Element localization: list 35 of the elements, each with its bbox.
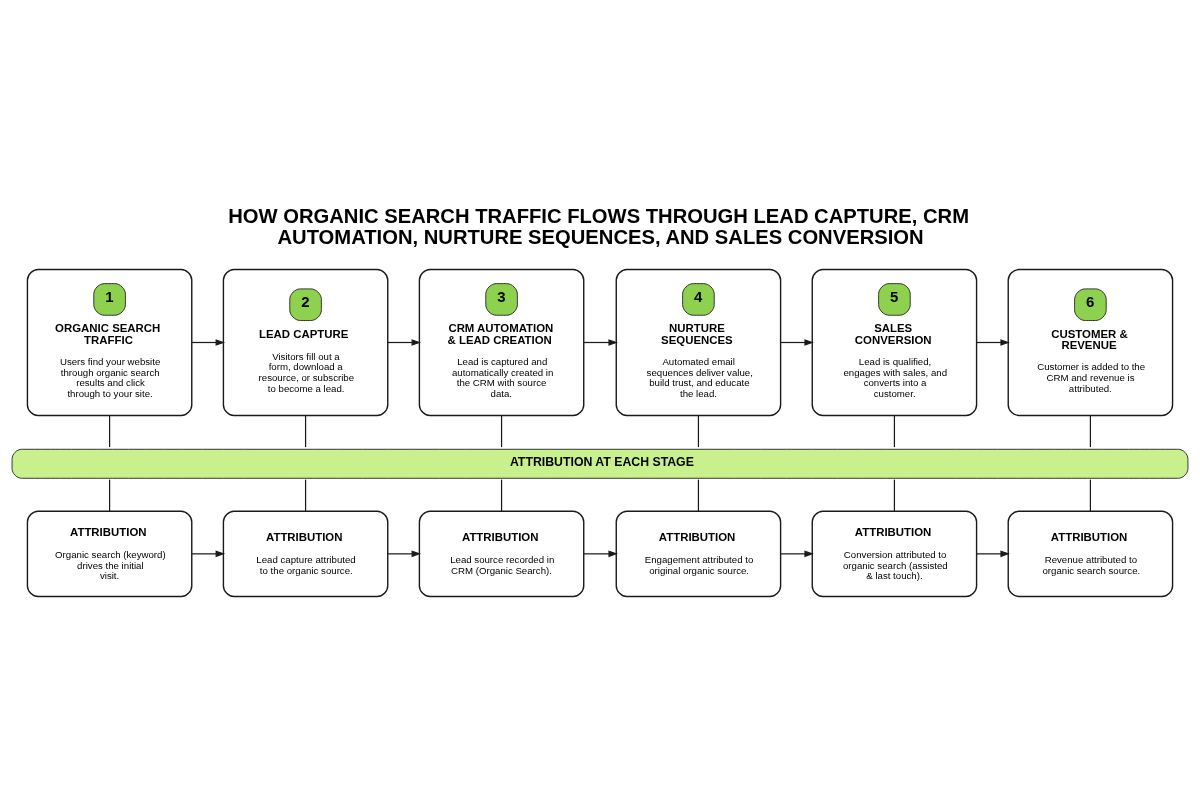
arrow	[191, 550, 226, 557]
node-box: 4 NURTURE SEQUENCES Automated email sequences deliver value, build trust, and educate the lead.	[615, 268, 782, 416]
diagram-title: HOW ORGANIC SEARCH TRAFFIC FLOWS THROUGH LEAD CAPTURE, CRM AUTOMATION, NURTURE SEQUENCES, AND SALES CONVERSION	[228, 204, 969, 248]
node-box: ATTRIBUTION Lead source recorded in CRM (Organic Search).	[418, 510, 585, 597]
node-box: ATTRIBUTION Conversion attributed to organic search (assisted & last touch).	[811, 510, 978, 597]
connector	[1089, 414, 1091, 448]
node-box: ATTRIBUTION Engagement attributed to original organic source.	[615, 510, 782, 597]
connector	[1089, 478, 1091, 512]
arrow	[976, 338, 1010, 346]
arrow	[191, 338, 226, 346]
node-box: ATTRIBUTION Revenue attributed to organic search source.	[1007, 510, 1174, 597]
connector	[893, 478, 896, 512]
connector	[697, 414, 700, 448]
connector	[109, 414, 111, 448]
arrow	[780, 338, 814, 346]
connector	[697, 478, 700, 512]
connector	[304, 478, 307, 512]
node-box: ATTRIBUTION Lead capture attributed to the organic source.	[222, 510, 389, 597]
node-box: ATTRIBUTION Organic search (keyword) drives the initial visit.	[26, 510, 193, 597]
node-box: 3 CRM AUTOMATION & LEAD CREATION Lead is captured and automatically created in the CRM with source data.	[418, 268, 585, 416]
node-box: 6 CUSTOMER & REVENUE Customer is added to the CRM and revenue is attributed.	[1007, 268, 1174, 416]
arrow	[387, 338, 422, 346]
node-box: 2 LEAD CAPTURE Visitors fill out a form, download a resource, or subscribe to become a lead.	[222, 268, 389, 416]
arrow	[780, 550, 814, 557]
arrow	[387, 550, 422, 557]
connector	[304, 414, 307, 448]
connector	[500, 414, 503, 448]
connector	[109, 478, 111, 512]
arrow	[976, 550, 1010, 557]
node-box: 1 ORGANIC SEARCH TRAFFIC Users find your website through organic search results and click through to your site.	[26, 268, 193, 416]
connector	[893, 414, 896, 448]
node-box: 5 SALES CONVERSION Lead is qualified, engages with sales, and converts into a customer.	[811, 268, 978, 416]
connector	[500, 478, 503, 512]
arrow	[583, 550, 618, 557]
arrow	[583, 338, 618, 346]
